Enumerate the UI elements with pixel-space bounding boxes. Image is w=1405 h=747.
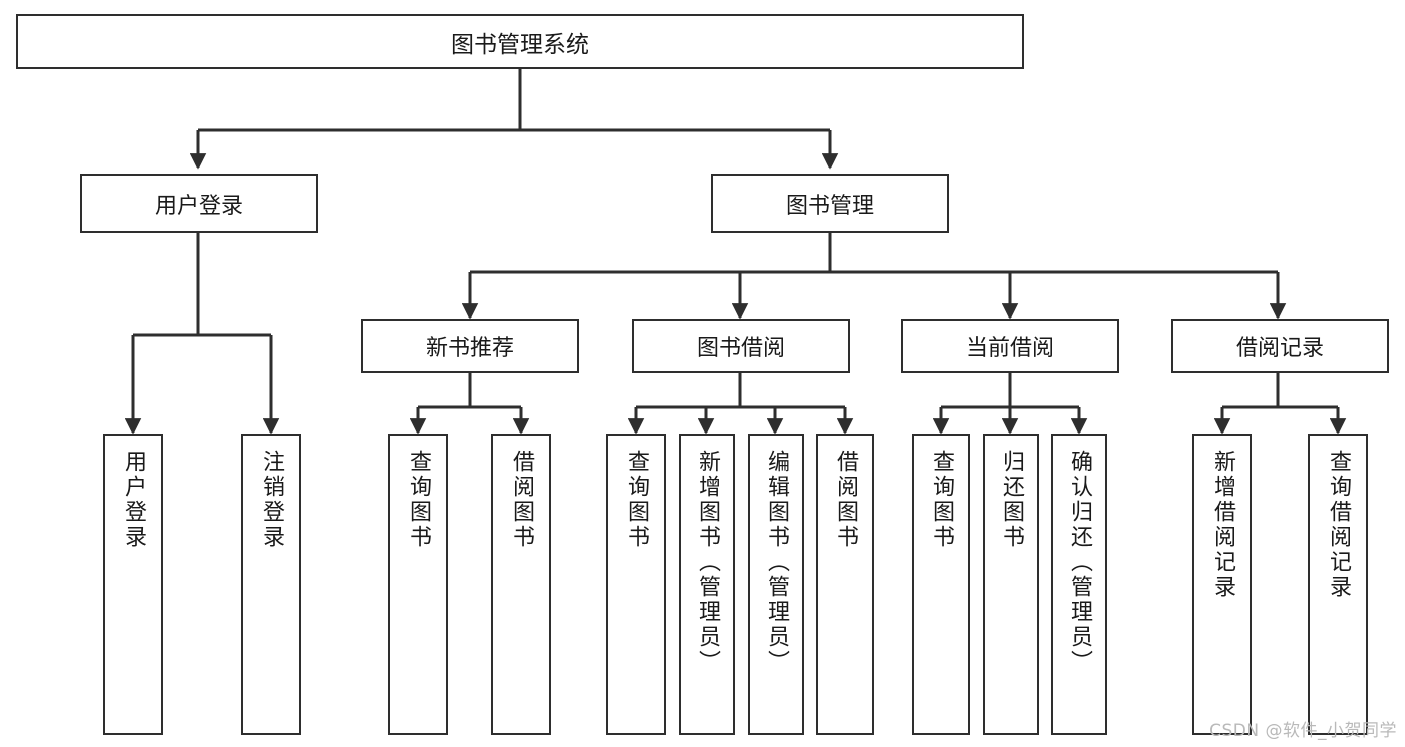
leaf-borrow-query-book-label: 查询图书 bbox=[624, 450, 649, 550]
leaf-borrow-borrow-book-label: 借阅图书 bbox=[833, 450, 858, 550]
leaf-borrow-edit-book-label: 编辑图书（管理员） bbox=[764, 450, 789, 675]
leaf-current-confirm-return[interactable]: 确认归还（管理员） bbox=[1051, 434, 1107, 735]
leaf-record-query-label: 查询借阅记录 bbox=[1326, 450, 1351, 600]
node-current-borrow[interactable]: 当前借阅 bbox=[901, 319, 1119, 373]
leaf-user-login[interactable]: 用户登录 bbox=[103, 434, 163, 735]
node-book-management[interactable]: 图书管理 bbox=[711, 174, 949, 233]
node-book-management-label: 图书管理 bbox=[785, 193, 874, 219]
leaf-current-return-book-label: 归还图书 bbox=[999, 450, 1024, 550]
node-book-borrow-label: 图书借阅 bbox=[696, 336, 785, 361]
leaf-borrow-add-book[interactable]: 新增图书（管理员） bbox=[679, 434, 735, 735]
node-root[interactable]: 图书管理系统 bbox=[16, 14, 1024, 69]
leaf-current-query-book-label: 查询图书 bbox=[929, 450, 954, 550]
leaf-current-confirm-return-label: 确认归还（管理员） bbox=[1067, 450, 1092, 675]
leaf-user-login-label: 用户登录 bbox=[121, 450, 146, 550]
leaf-recommend-borrow-book[interactable]: 借阅图书 bbox=[491, 434, 551, 735]
leaf-record-add-label: 新增借阅记录 bbox=[1210, 450, 1235, 600]
leaf-user-logout[interactable]: 注销登录 bbox=[241, 434, 301, 735]
watermark: CSDN @软件_小贺同学 bbox=[1209, 721, 1397, 741]
leaf-record-query[interactable]: 查询借阅记录 bbox=[1308, 434, 1368, 735]
node-current-borrow-label: 当前借阅 bbox=[965, 336, 1054, 361]
node-borrow-record-label: 借阅记录 bbox=[1235, 336, 1324, 361]
leaf-current-query-book[interactable]: 查询图书 bbox=[912, 434, 970, 735]
node-root-label: 图书管理系统 bbox=[451, 31, 589, 58]
node-borrow-record[interactable]: 借阅记录 bbox=[1171, 319, 1389, 373]
node-book-borrow[interactable]: 图书借阅 bbox=[632, 319, 850, 373]
leaf-borrow-borrow-book[interactable]: 借阅图书 bbox=[816, 434, 874, 735]
leaf-record-add[interactable]: 新增借阅记录 bbox=[1192, 434, 1252, 735]
leaf-borrow-query-book[interactable]: 查询图书 bbox=[606, 434, 666, 735]
node-user-login-label: 用户登录 bbox=[154, 193, 243, 219]
leaf-borrow-edit-book[interactable]: 编辑图书（管理员） bbox=[748, 434, 804, 735]
leaf-recommend-query-book-label: 查询图书 bbox=[406, 450, 431, 550]
leaf-recommend-borrow-book-label: 借阅图书 bbox=[509, 450, 534, 550]
node-new-book-recommend[interactable]: 新书推荐 bbox=[361, 319, 579, 373]
node-new-book-recommend-label: 新书推荐 bbox=[425, 336, 514, 361]
leaf-borrow-add-book-label: 新增图书（管理员） bbox=[695, 450, 720, 675]
node-user-login[interactable]: 用户登录 bbox=[80, 174, 318, 233]
leaf-recommend-query-book[interactable]: 查询图书 bbox=[388, 434, 448, 735]
leaf-current-return-book[interactable]: 归还图书 bbox=[983, 434, 1039, 735]
leaf-user-logout-label: 注销登录 bbox=[259, 450, 284, 550]
